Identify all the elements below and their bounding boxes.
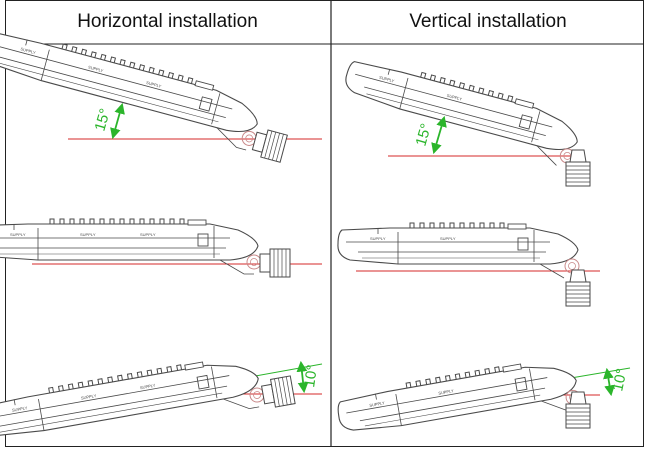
vertical-luminaire-tilt-down: 10° xyxy=(334,353,631,451)
angle-arrow xyxy=(431,115,447,155)
angle-label-10: 10° xyxy=(301,364,321,389)
angle-label-15: 15° xyxy=(92,107,115,133)
angle-label-10: 10° xyxy=(609,367,630,393)
horizontal-luminaire-tilt-down: 10° xyxy=(0,345,323,451)
table-grid xyxy=(5,0,644,447)
angle-arrow xyxy=(296,360,309,394)
horizontal-luminaire-tilt-up: 15° xyxy=(0,21,322,163)
vertical-luminaire-level xyxy=(337,222,600,307)
angle-arrow xyxy=(603,367,615,397)
horizontal-luminaire-level xyxy=(0,218,322,278)
vertical-luminaire-tilt-up: 15° xyxy=(337,53,591,187)
header-vertical-installation: Vertical installation xyxy=(409,11,567,32)
header-horizontal-installation: Horizontal installation xyxy=(77,11,258,32)
angle-label-15: 15° xyxy=(413,122,436,148)
angle-arrow xyxy=(110,102,125,140)
